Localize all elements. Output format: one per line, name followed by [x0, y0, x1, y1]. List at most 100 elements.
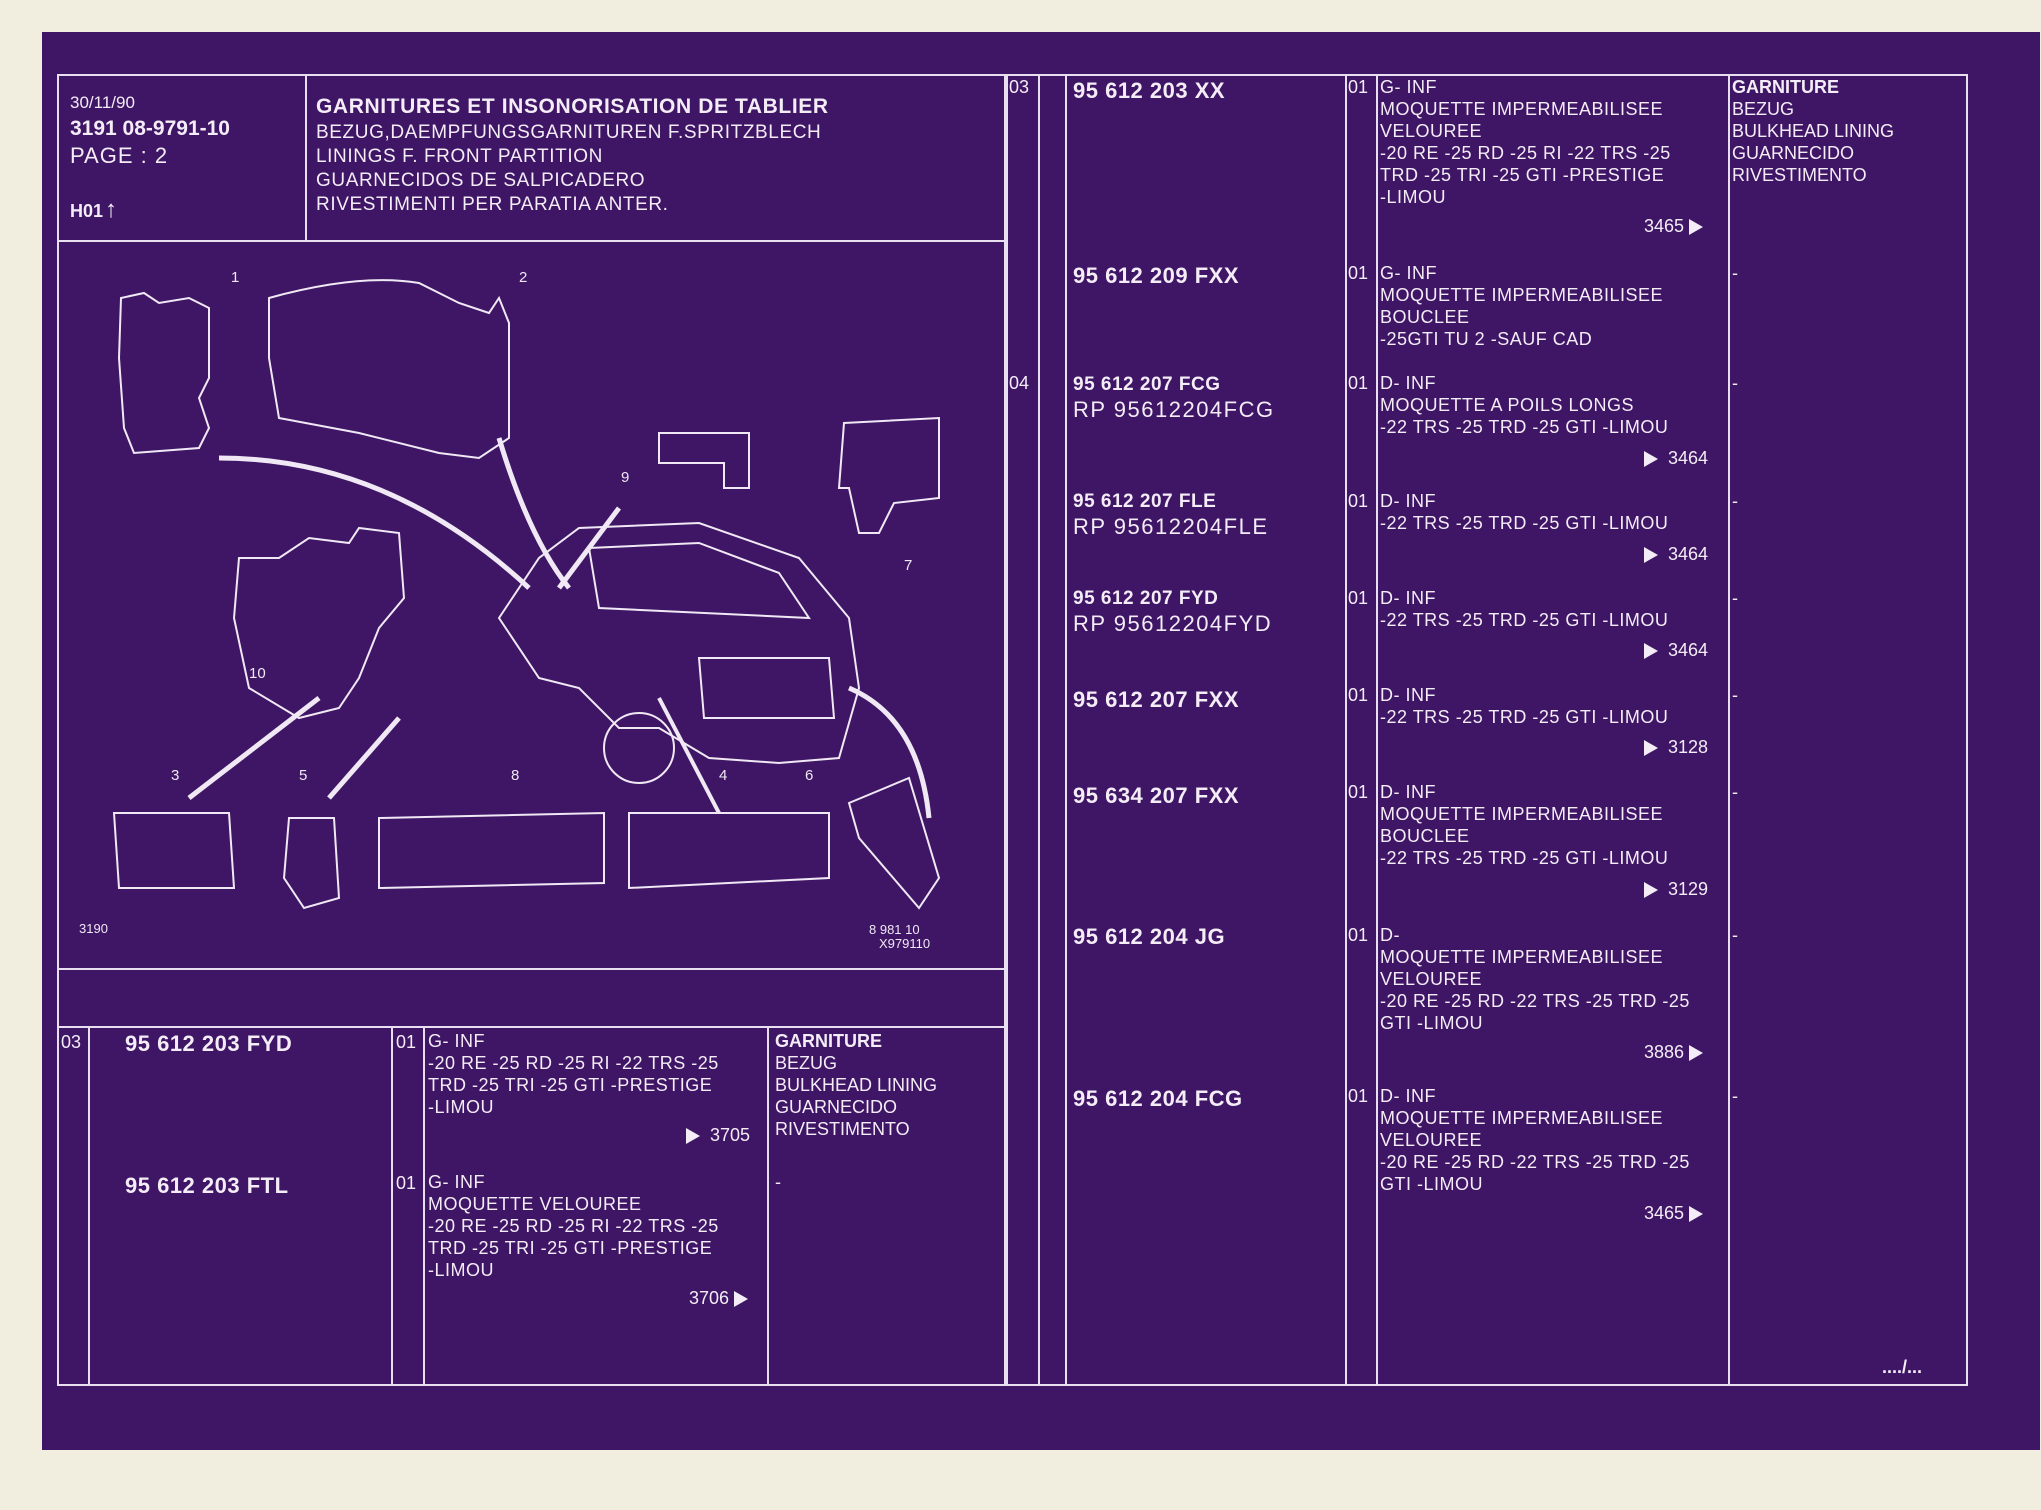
designation-en: BULKHEAD LINING	[775, 1075, 938, 1095]
designation-dash: -	[1732, 373, 1738, 393]
desc-line: BOUCLEE	[1380, 826, 1470, 846]
callout-9: 9	[621, 469, 629, 486]
desc-line: -22 TRS -25 TRD -25 GTI -LIMOU	[1380, 513, 1669, 533]
cross-ref[interactable]: 3464	[1644, 448, 1709, 468]
sheet-date: 30/11/90	[70, 93, 135, 112]
description: D- INF MOQUETTE IMPERMEABILISEE VELOUREE…	[1380, 1085, 1690, 1195]
desc-line: G- INF	[1380, 263, 1437, 283]
cross-ref[interactable]: 3706	[689, 1289, 749, 1308]
row-position: 04	[1009, 373, 1030, 393]
illustration-code-left: 3190	[79, 921, 108, 936]
ref-number: 3886	[1644, 1042, 1685, 1062]
part-number: 95 612 204 JG	[1073, 924, 1226, 949]
callout-3: 3	[171, 767, 179, 784]
replacement-part: RP 95612204FLE	[1073, 514, 1269, 539]
cross-ref[interactable]: 3886	[1644, 1042, 1704, 1062]
ref-number: 3128	[1668, 737, 1709, 757]
desc-line: MOQUETTE VELOUREE	[428, 1194, 642, 1214]
cross-ref[interactable]: 3464	[1644, 641, 1708, 660]
leader-curve-6	[848, 685, 932, 819]
callout-8: 8	[511, 767, 519, 784]
cross-ref[interactable]: 3464	[1644, 544, 1709, 564]
desc-line: -22 TRS -25 TRD -25 GTI -LIMOU	[1380, 848, 1669, 868]
quantity: 01	[1348, 373, 1369, 393]
ref-number: 3129	[1668, 879, 1709, 899]
desc-line: -20 RE -25 RD -25 RI -22 TRS -25	[428, 1216, 719, 1236]
ref-number: 3464	[1668, 448, 1709, 468]
illustration-code-right-1: 8 981 10	[869, 922, 920, 937]
arrow-right-icon	[1644, 547, 1658, 564]
desc-line: TRD -25 TRI -25 GTI -PRESTIGE	[428, 1075, 713, 1095]
up-arrow-icon: ↑	[105, 196, 118, 223]
ref-number: 3464	[1668, 544, 1709, 564]
description: D- INF MOQUETTE A POILS LONGS -22 TRS -2…	[1380, 372, 1668, 438]
desc-line: VELOUREE	[1380, 969, 1483, 989]
desc-line: -LIMOU	[428, 1097, 494, 1117]
desc-line: -22 TRS -25 TRD -25 GTI -LIMOU	[1380, 417, 1669, 437]
description: D- INF -22 TRS -25 TRD -25 GTI -LIMOU	[1380, 684, 1668, 728]
cross-ref[interactable]: 3129	[1644, 879, 1709, 899]
title-de: BEZUG,DAEMPFUNGSGARNITUREN F.SPRITZBLECH	[316, 122, 822, 143]
part-number: 95 612 203 FYD	[125, 1031, 293, 1056]
desc-line: D-	[1380, 925, 1400, 945]
description: G- INF MOQUETTE IMPERMEABILISEE BOUCLEE …	[1380, 262, 1663, 350]
desc-line: -22 TRS -25 TRD -25 GTI -LIMOU	[1380, 610, 1669, 630]
leader-curve-2	[496, 437, 571, 590]
callout-5: 5	[299, 767, 307, 784]
car-rear-panel	[697, 657, 836, 719]
leader-curve-1	[218, 455, 531, 590]
title-es: GUARNECIDOS DE SALPICADERO	[316, 170, 646, 191]
description: D- INF -22 TRS -25 TRD -25 GTI -LIMOU	[1380, 587, 1668, 631]
arrow-right-icon	[1689, 1206, 1704, 1223]
part-number: 95 612 207 FCG	[1073, 374, 1221, 395]
part-5-shape	[282, 817, 341, 910]
desc-line: D- INF	[1380, 588, 1436, 608]
illustration-code-right-2: X979110	[879, 936, 930, 951]
parts-sheet	[42, 32, 2040, 1450]
designation-it: RIVESTIMENTO	[775, 1119, 910, 1139]
arrow-right-icon	[1644, 643, 1658, 660]
left-table-col-desc	[767, 1026, 769, 1386]
part-3-shape	[112, 812, 236, 889]
quantity: 01	[1348, 491, 1369, 511]
sheet-page: PAGE : 2	[70, 143, 169, 168]
designation-dash: -	[1732, 925, 1738, 945]
desc-line: -25GTI TU 2 -SAUF CAD	[1380, 329, 1593, 349]
cross-ref[interactable]: 3465	[1644, 216, 1704, 236]
quantity: 01	[1348, 588, 1369, 608]
callout-4: 4	[719, 767, 727, 784]
arrow-right-icon	[734, 1291, 749, 1308]
designation-fr: GARNITURE	[1732, 77, 1839, 97]
arrow-right-icon	[1644, 882, 1658, 899]
designation-dash: -	[1732, 491, 1738, 511]
h01-label: H01	[70, 201, 104, 221]
cross-ref[interactable]: 3128	[1644, 737, 1709, 757]
part-6-shape	[847, 776, 941, 910]
replacement-part: RP 95612204FCG	[1073, 397, 1275, 422]
designation-dash: -	[775, 1172, 781, 1192]
ref-number: 3465	[1644, 1203, 1685, 1223]
designation-fr: GARNITURE	[775, 1031, 882, 1051]
desc-line: VELOUREE	[1380, 1130, 1483, 1150]
leader-curve-5	[557, 506, 621, 590]
desc-line: D- INF	[1380, 685, 1436, 705]
ref-number: 3465	[1644, 216, 1685, 236]
desc-line: -22 TRS -25 TRD -25 GTI -LIMOU	[1380, 707, 1669, 727]
desc-line: D- INF	[1380, 491, 1436, 511]
quantity: 01	[1348, 685, 1369, 705]
designation-dash: -	[1732, 685, 1738, 705]
designation-de: BEZUG	[775, 1053, 838, 1073]
part-number: 95 612 204 FCG	[1073, 1086, 1243, 1111]
leader-curve-3	[187, 696, 321, 800]
continued-marker: ..../...	[1882, 1357, 1923, 1377]
title-fr: GARNITURES ET INSONORISATION DE TABLIER	[316, 95, 829, 118]
description: D- INF MOQUETTE IMPERMEABILISEE BOUCLEE …	[1380, 781, 1668, 869]
cross-ref[interactable]: 3705	[686, 1125, 751, 1145]
designation-dash: -	[1732, 782, 1738, 802]
cross-ref[interactable]: 3465	[1644, 1203, 1704, 1223]
part-8-shape	[378, 811, 605, 890]
ref-number: 3705	[710, 1125, 751, 1145]
quantity: 01	[1348, 263, 1369, 283]
arrow-right-icon	[1644, 451, 1658, 468]
desc-line: G- INF	[428, 1031, 485, 1051]
